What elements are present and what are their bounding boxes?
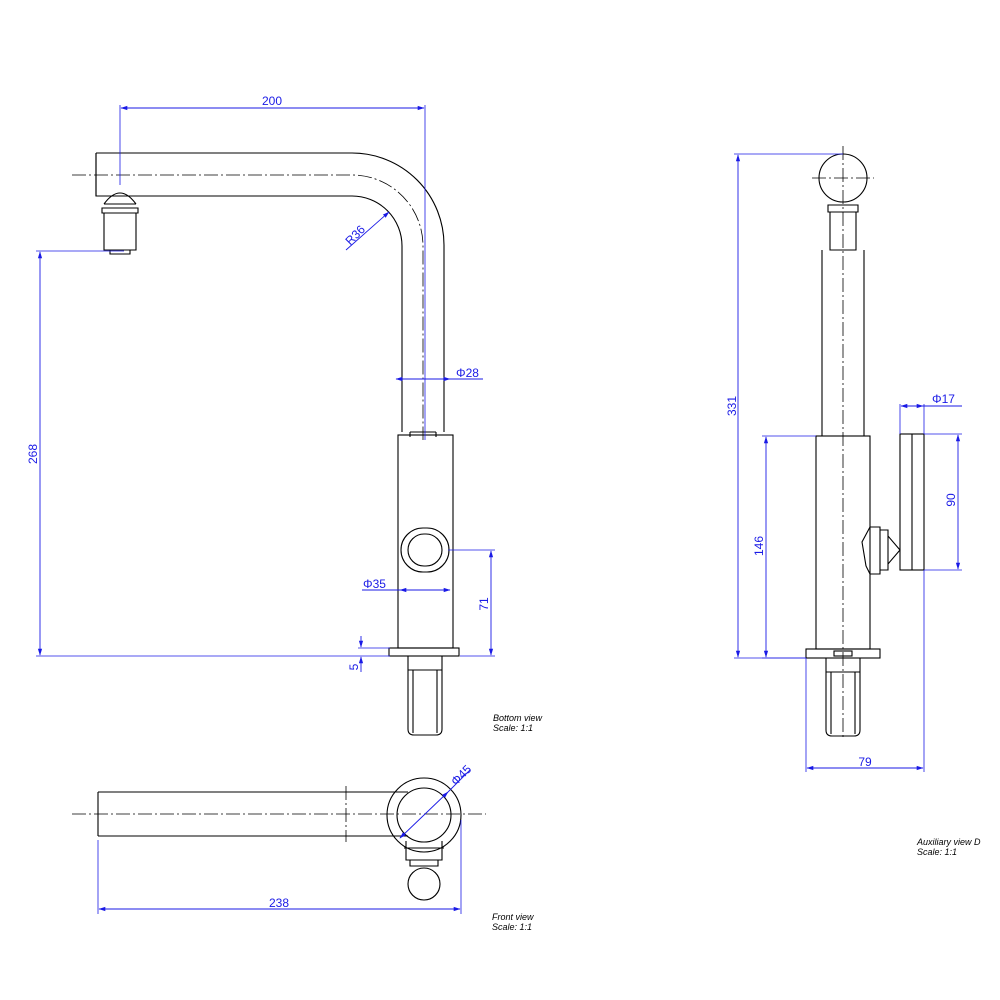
dim-spout-reach: 200 (262, 94, 282, 108)
dim-overall-height: 331 (725, 396, 739, 416)
aux-mounting-thread (825, 658, 861, 737)
dim-body-diameter: Φ35 (363, 577, 386, 591)
mounting-thread (407, 656, 443, 736)
body-outline (397, 434, 454, 649)
spout-centerline (72, 174, 424, 440)
dim-handle-length: 90 (944, 493, 958, 507)
aerator (101, 192, 139, 255)
aux-aerator (827, 204, 859, 251)
bottom-view-title: Bottom view (493, 713, 543, 723)
aux-view-scale: Scale: 1:1 (917, 847, 957, 857)
dim-base-diameter: Φ45 (448, 762, 474, 788)
front-view: Φ45 238 Front view Scale: 1:1 (72, 762, 534, 932)
lever-stub (404, 841, 444, 867)
dim-lever-height: 71 (477, 597, 491, 611)
spout-outline (95, 152, 445, 432)
dim-handle-diameter: Φ17 (932, 392, 955, 406)
auxiliary-view: 331 146 Φ17 90 79 Auxiliary view D Scale… (725, 146, 981, 857)
side-view: 200 R36 Φ28 268 Φ35 71 5 Bottom view Sca… (26, 94, 543, 736)
lever-knob (407, 867, 441, 901)
front-view-scale: Scale: 1:1 (492, 922, 532, 932)
base-plate (388, 647, 460, 657)
dim-height-268: 268 (26, 444, 40, 464)
aux-base-plate (805, 648, 881, 659)
aux-lever-stem (861, 526, 901, 575)
base-inner-circle (396, 787, 452, 843)
dim-top-length: 238 (269, 896, 289, 910)
bottom-view-scale: Scale: 1:1 (493, 723, 533, 733)
front-view-title: Front view (492, 912, 534, 922)
dim-body-height: 146 (752, 536, 766, 556)
dim-base-plate: 5 (347, 663, 361, 670)
dim-spout-diameter: Φ28 (456, 366, 479, 380)
aux-view-title: Auxiliary view D (916, 837, 981, 847)
base-outer-circle (386, 777, 462, 853)
dim-bend-radius: R36 (342, 222, 368, 248)
dim-aux-width: 79 (858, 755, 872, 769)
